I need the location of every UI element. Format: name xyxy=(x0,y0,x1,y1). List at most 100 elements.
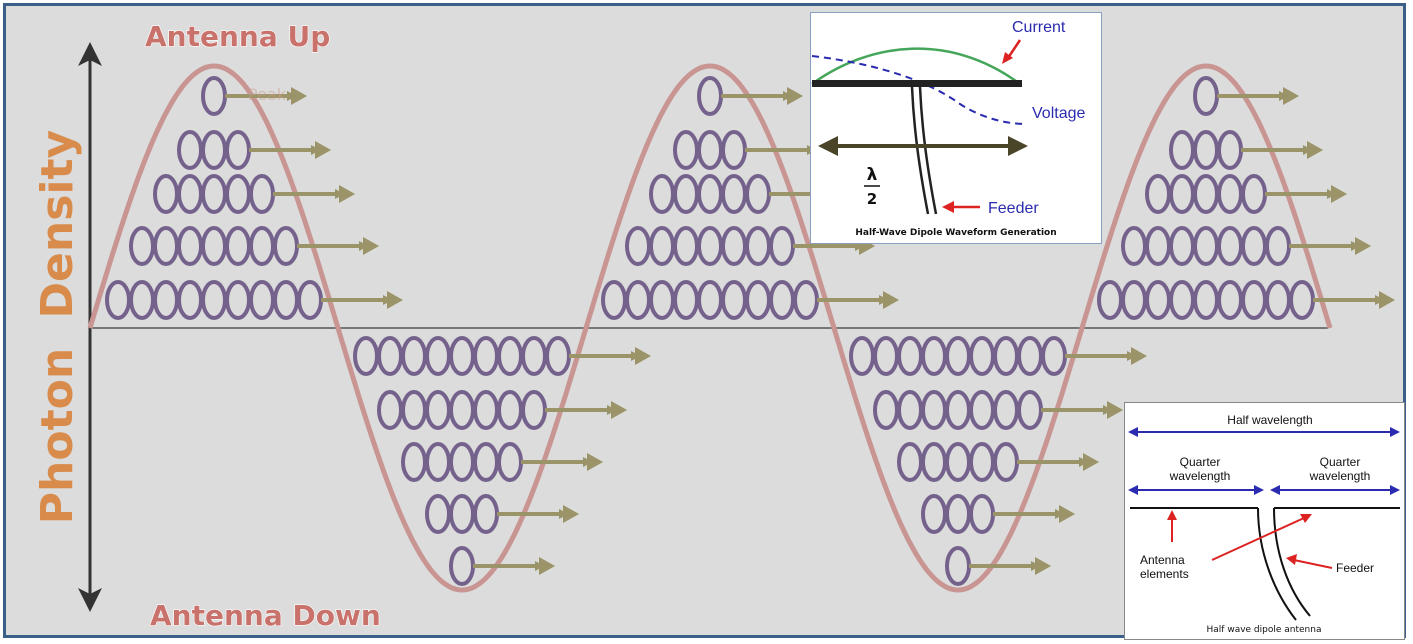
photon-oval xyxy=(1169,130,1195,170)
photon-oval xyxy=(521,390,547,430)
photon-oval xyxy=(401,390,427,430)
photon-oval xyxy=(745,174,771,214)
photon-oval xyxy=(1121,280,1147,320)
photon-oval xyxy=(225,130,251,170)
photon-oval xyxy=(969,390,995,430)
photon-oval xyxy=(377,336,403,376)
photon-oval xyxy=(1017,336,1043,376)
photon-oval xyxy=(721,280,747,320)
propagation-arrowhead xyxy=(1355,237,1371,255)
photon-oval xyxy=(769,226,795,266)
photon-oval xyxy=(449,442,475,482)
photon-oval xyxy=(673,226,699,266)
photon-oval xyxy=(625,226,651,266)
propagation-arrows xyxy=(225,87,1395,575)
photon-oval xyxy=(721,226,747,266)
propagation-arrowhead xyxy=(563,505,579,523)
propagation-arrowhead xyxy=(363,237,379,255)
feeder-line-left xyxy=(910,86,930,215)
propagation-arrowhead xyxy=(387,291,403,309)
photon-oval xyxy=(921,494,947,534)
photon-oval xyxy=(1121,226,1147,266)
inset-top-caption: Half-Wave Dipole Waveform Generation xyxy=(855,228,1056,238)
photon-oval xyxy=(201,174,227,214)
photon-oval xyxy=(473,390,499,430)
photon-oval xyxy=(1169,280,1195,320)
photon-oval xyxy=(793,280,819,320)
photon-oval xyxy=(153,226,179,266)
propagation-arrowhead xyxy=(1107,401,1123,419)
propagation-arrowhead xyxy=(539,557,555,575)
propagation-arrowhead xyxy=(1083,453,1099,471)
photon-oval xyxy=(473,336,499,376)
photon-oval xyxy=(897,442,923,482)
photon-oval xyxy=(401,442,427,482)
photon-oval xyxy=(1241,280,1267,320)
photon-oval xyxy=(697,174,723,214)
photon-oval xyxy=(201,76,227,116)
inset-dipole-waveform: Current Voltage λ 2 Feeder Half-Wave Dip… xyxy=(810,12,1102,244)
propagation-arrowhead xyxy=(883,291,899,309)
propagation-arrowhead xyxy=(339,185,355,203)
propagation-arrowhead xyxy=(1035,557,1051,575)
photon-ovals xyxy=(105,76,1315,586)
lambda-symbol: λ xyxy=(867,165,878,185)
photon-oval xyxy=(1193,280,1219,320)
photon-oval xyxy=(153,174,179,214)
photon-oval xyxy=(601,280,627,320)
quarter-right-line1: Quarter xyxy=(1320,455,1361,469)
photon-oval xyxy=(721,130,747,170)
photon-oval xyxy=(897,336,923,376)
photon-oval xyxy=(993,336,1019,376)
propagation-arrowhead xyxy=(1307,141,1323,159)
propagation-arrowhead xyxy=(315,141,331,159)
photon-oval xyxy=(225,174,251,214)
photon-oval xyxy=(1217,174,1243,214)
photon-oval xyxy=(449,390,475,430)
photon-oval xyxy=(673,280,699,320)
photon-oval xyxy=(273,226,299,266)
voltage-label: Voltage xyxy=(1032,105,1085,122)
voltage-curve xyxy=(811,55,1027,125)
photon-oval xyxy=(177,226,203,266)
photon-oval xyxy=(1241,226,1267,266)
photon-oval xyxy=(497,390,523,430)
photon-oval xyxy=(1017,390,1043,430)
elements-pointer-diagonal xyxy=(1211,517,1305,561)
photon-oval xyxy=(129,226,155,266)
photon-oval xyxy=(425,442,451,482)
photon-oval xyxy=(449,546,475,586)
antenna-elements-line1: Antenna xyxy=(1140,553,1185,567)
photon-oval xyxy=(249,174,275,214)
photon-oval xyxy=(177,130,203,170)
photon-oval xyxy=(497,442,523,482)
photon-oval xyxy=(1289,280,1315,320)
photon-oval xyxy=(1193,130,1219,170)
photon-oval xyxy=(969,442,995,482)
feeder-label-top: Feeder xyxy=(988,200,1039,217)
propagation-arrowhead xyxy=(1331,185,1347,203)
photon-oval xyxy=(353,336,379,376)
photon-oval xyxy=(721,174,747,214)
photon-oval xyxy=(673,130,699,170)
photon-oval xyxy=(993,442,1019,482)
photon-oval xyxy=(1193,174,1219,214)
photon-oval xyxy=(1217,130,1243,170)
current-label: Current xyxy=(1012,19,1066,36)
photon-oval xyxy=(425,390,451,430)
quarter-right-line2: wavelength xyxy=(1309,469,1371,483)
propagation-arrowhead xyxy=(635,347,651,365)
photon-oval xyxy=(129,280,155,320)
faded-peak-text: Peak xyxy=(248,85,287,104)
dipole-bar xyxy=(812,80,1022,87)
antenna-up-label: Antenna Up xyxy=(145,20,330,53)
photon-oval xyxy=(873,390,899,430)
photon-oval xyxy=(521,336,547,376)
propagation-arrowhead xyxy=(1379,291,1395,309)
photon-oval xyxy=(1193,76,1219,116)
current-pointer xyxy=(1006,39,1022,59)
photon-oval xyxy=(769,280,795,320)
photon-oval xyxy=(993,390,1019,430)
photon-oval xyxy=(649,174,675,214)
photon-oval xyxy=(545,336,571,376)
